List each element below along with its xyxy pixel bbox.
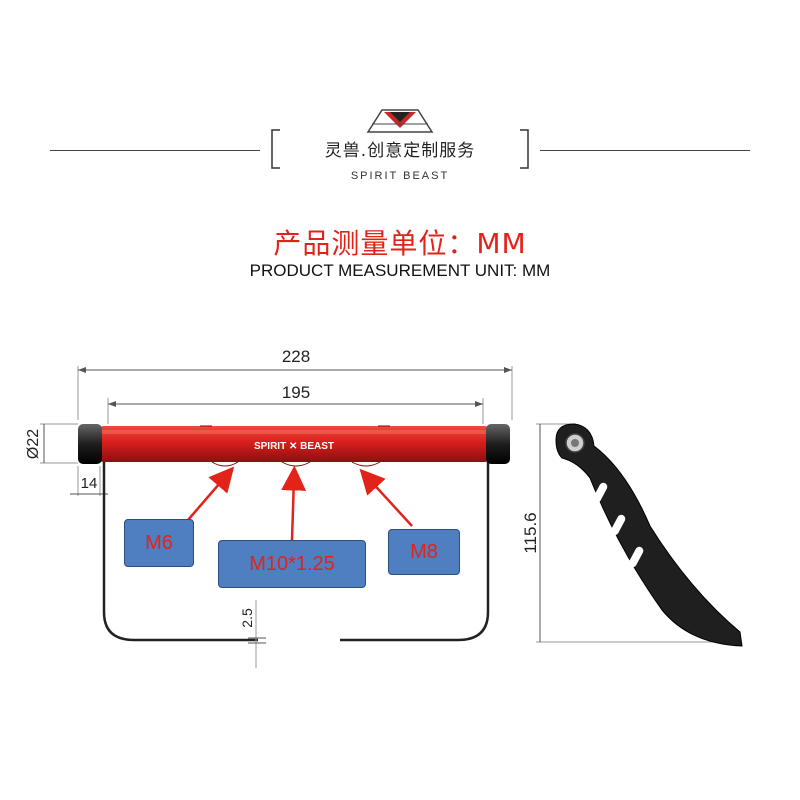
callout-arrow-right <box>359 468 413 527</box>
brand-title-cn: 灵兽.创意定制服务 <box>324 141 476 161</box>
header-rule-left <box>50 150 260 151</box>
dimension-gap <box>248 600 266 668</box>
side-view-bracket <box>555 423 743 647</box>
crossbar <box>100 425 488 467</box>
end-cap-right <box>486 424 510 464</box>
thread-callout-m8: M8 <box>388 529 460 575</box>
measurement-unit-cn: 产品测量单位：MM <box>273 227 527 260</box>
dimension-diameter <box>40 423 78 464</box>
end-length-label: 14 <box>81 475 98 492</box>
crossbar-logo-text: SPIRIT ✕ BEAST <box>254 441 334 452</box>
dimension-end-length <box>70 466 108 496</box>
header-rule-right <box>540 150 750 151</box>
callout-arrow-center <box>281 465 307 541</box>
bracket-frame-right <box>340 462 490 642</box>
header-frame <box>271 129 529 169</box>
brand-title-en: SPIRIT BEAST <box>350 170 450 182</box>
measurement-unit-en: PRODUCT MEASUREMENT UNIT: MM <box>249 261 551 280</box>
thread-callout-m6: M6 <box>124 519 194 567</box>
bar-length-label: 195 <box>282 383 310 402</box>
thread-callout-m10: M10*1.25 <box>218 540 366 588</box>
end-cap-left <box>78 424 102 464</box>
callout-arrow-left <box>187 466 235 521</box>
dimension-bar-length <box>107 398 484 424</box>
bracket-frame <box>102 462 258 642</box>
gap-label: 2.5 <box>239 608 255 628</box>
spirit-beast-logo-icon <box>366 109 434 133</box>
side-height-label: 115.6 <box>521 512 540 553</box>
dimension-overall-length <box>77 366 513 420</box>
overall-length-label: 228 <box>282 347 310 366</box>
diameter-label: Ø22 <box>25 429 42 459</box>
